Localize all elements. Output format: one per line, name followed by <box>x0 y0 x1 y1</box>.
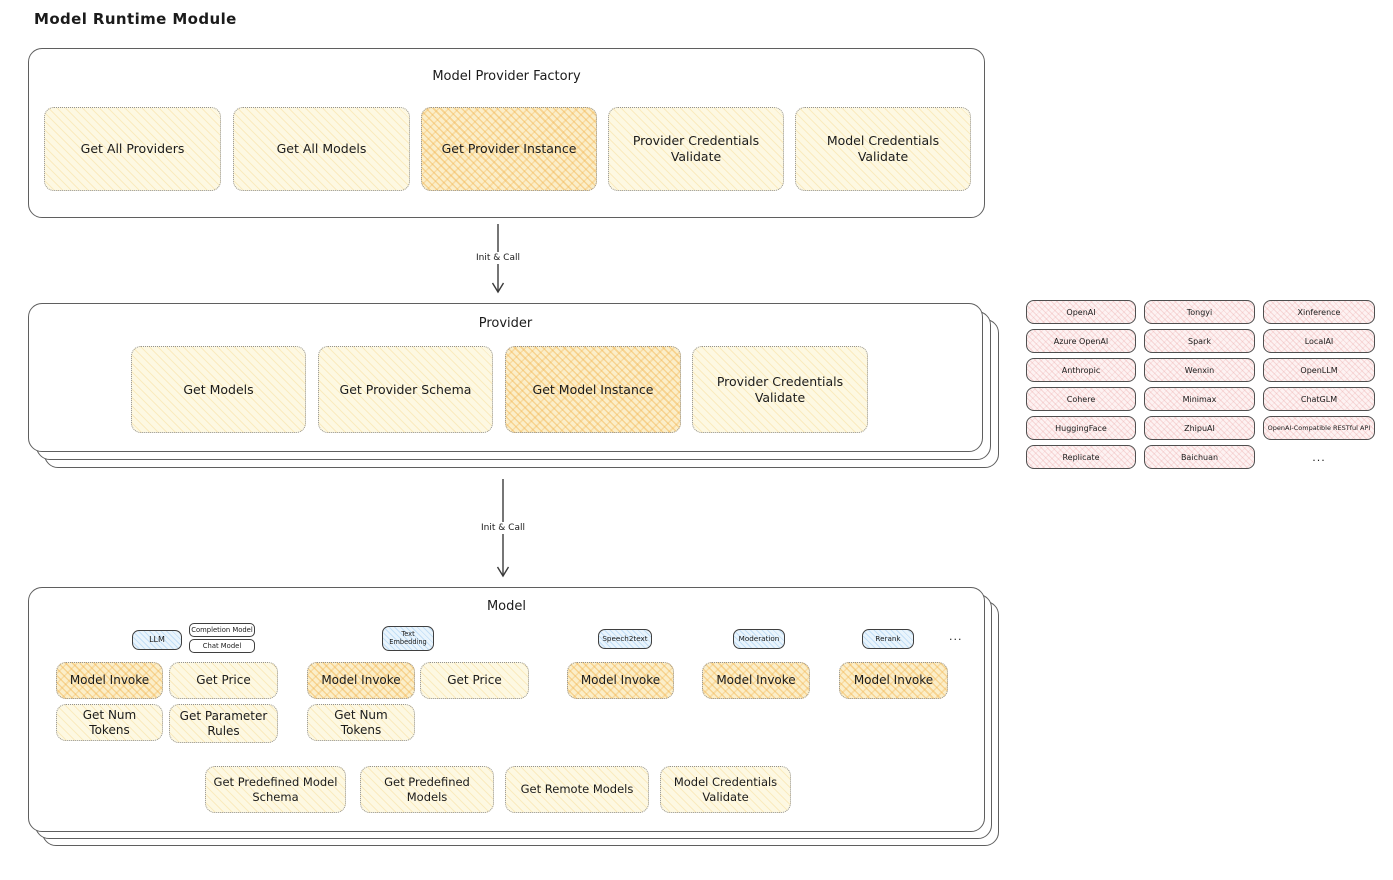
factory-box-get-provider-instance: Get Provider Instance <box>421 107 597 191</box>
provider-title: Provider <box>478 316 533 331</box>
provider-item-azure-openai: Azure OpenAI <box>1026 329 1136 353</box>
model-container: Model LLM Completion Model Chat Model Te… <box>28 587 985 832</box>
provider-item-openai-compatible: OpenAI-Compatible RESTful API <box>1263 416 1375 440</box>
op-model-invoke-moderation: Model Invoke <box>702 662 810 699</box>
op-get-predefined-model-schema: Get Predefined Model Schema <box>205 766 346 813</box>
providers-more-ellipsis: ... <box>1312 450 1326 464</box>
provider-item-cohere: Cohere <box>1026 387 1136 411</box>
provider-item-xinference: Xinference <box>1263 300 1375 324</box>
op-get-num-tokens-llm: Get Num Tokens <box>56 704 163 741</box>
provider-item-minimax: Minimax <box>1144 387 1255 411</box>
providers-grid: OpenAI Tongyi Xinference Azure OpenAI Sp… <box>1026 300 1375 469</box>
op-model-credentials-validate: Model Credentials Validate <box>660 766 791 813</box>
provider-box-get-models: Get Models <box>131 346 306 433</box>
provider-item-localai: LocalAI <box>1263 329 1375 353</box>
provider-item-replicate: Replicate <box>1026 445 1136 469</box>
provider-box-get-model-instance: Get Model Instance <box>505 346 681 433</box>
op-get-remote-models: Get Remote Models <box>505 766 649 813</box>
tag-speech2text: Speech2text <box>598 629 652 649</box>
tag-moderation: Moderation <box>733 629 785 649</box>
tag-text-embedding: Text Embedding <box>382 626 434 651</box>
tag-rerank: Rerank <box>862 629 914 649</box>
provider-item-tongyi: Tongyi <box>1144 300 1255 324</box>
provider-item-openllm: OpenLLM <box>1263 358 1375 382</box>
factory-title: Model Provider Factory <box>432 69 581 84</box>
provider-item-spark: Spark <box>1144 329 1255 353</box>
op-model-invoke-speech2text: Model Invoke <box>567 662 674 699</box>
factory-box-get-all-models: Get All Models <box>233 107 410 191</box>
op-get-price-llm: Get Price <box>169 662 278 699</box>
provider-item-openai: OpenAI <box>1026 300 1136 324</box>
op-get-predefined-models: Get Predefined Models <box>360 766 494 813</box>
provider-item-anthropic: Anthropic <box>1026 358 1136 382</box>
page-title: Model Runtime Module <box>34 10 237 28</box>
op-model-invoke-rerank: Model Invoke <box>839 662 948 699</box>
provider-container: Provider Get Models Get Provider Schema … <box>28 303 983 452</box>
factory-box-model-credentials-validate: Model Credentials Validate <box>795 107 971 191</box>
op-model-invoke-embedding: Model Invoke <box>307 662 415 699</box>
factory-box-get-all-providers: Get All Providers <box>44 107 221 191</box>
tag-chat-model: Chat Model <box>189 639 255 653</box>
factory-box-provider-credentials-validate: Provider Credentials Validate <box>608 107 784 191</box>
provider-box-get-provider-schema: Get Provider Schema <box>318 346 493 433</box>
init-call-label-2: Init & Call <box>477 522 529 534</box>
factory-container: Model Provider Factory Get All Providers… <box>28 48 985 218</box>
op-model-invoke-llm: Model Invoke <box>56 662 163 699</box>
provider-item-chatglm: ChatGLM <box>1263 387 1375 411</box>
provider-item-zhipuai: ZhipuAI <box>1144 416 1255 440</box>
op-get-parameter-rules: Get Parameter Rules <box>169 704 278 743</box>
model-types-more-ellipsis: ... <box>949 630 963 643</box>
model-title: Model <box>486 599 527 614</box>
provider-item-huggingface: HuggingFace <box>1026 416 1136 440</box>
tag-llm: LLM <box>132 630 182 650</box>
provider-item-wenxin: Wenxin <box>1144 358 1255 382</box>
op-get-num-tokens-embedding: Get Num Tokens <box>307 704 415 741</box>
op-get-price-embedding: Get Price <box>420 662 529 699</box>
provider-item-baichuan: Baichuan <box>1144 445 1255 469</box>
tag-completion-model: Completion Model <box>189 623 255 637</box>
init-call-label-1: Init & Call <box>472 252 524 264</box>
provider-box-provider-credentials-validate: Provider Credentials Validate <box>692 346 868 433</box>
